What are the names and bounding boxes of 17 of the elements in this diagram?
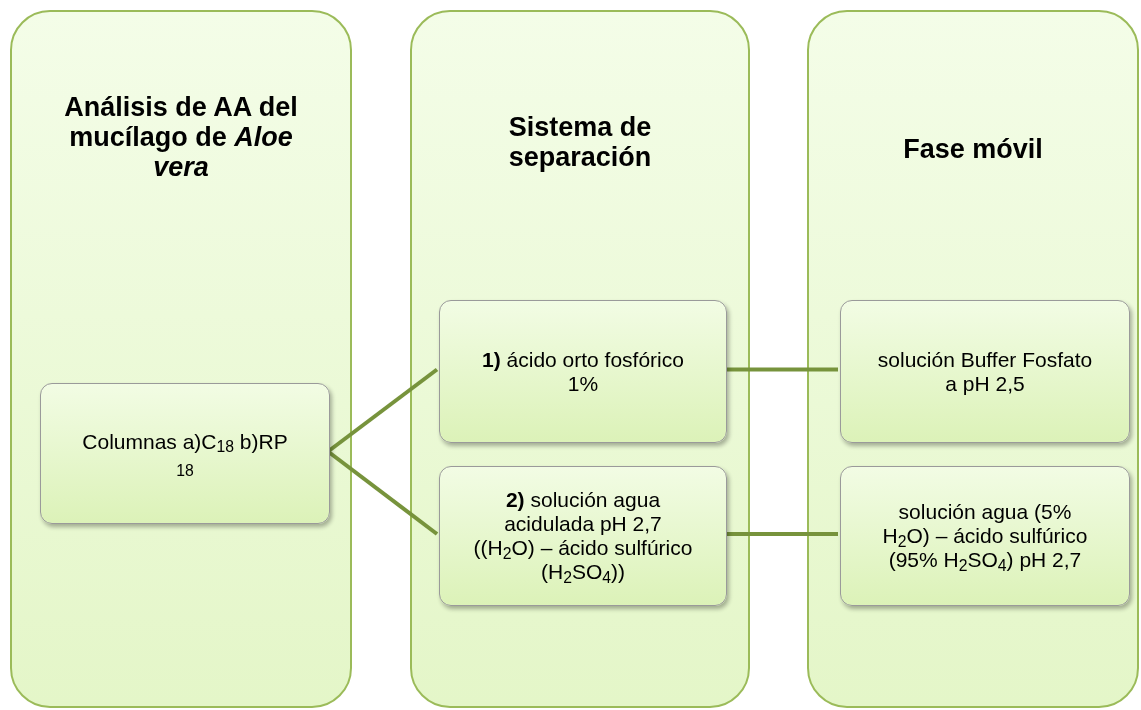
column-panel xyxy=(410,10,750,708)
column-panel xyxy=(10,10,352,708)
panel-heading: Sistema de separación xyxy=(507,112,653,172)
box-text: 1) ácido orto fosfórico 1% xyxy=(481,347,685,396)
process-box xyxy=(840,300,1130,443)
panel-heading: Análisis de AA del mucílago de Aloe vera xyxy=(63,92,299,182)
connector-line xyxy=(725,367,838,372)
connector-line xyxy=(725,532,838,536)
box-text: solución Buffer Fosfato a pH 2,5 xyxy=(876,347,1094,396)
process-box xyxy=(439,300,727,443)
panel-heading: Fase móvil xyxy=(902,134,1044,164)
box-text: 2) solución agua acidulada pH 2,7 ((H$_{2}$O) – ácido sulfúrico (H$_{2}$SO$_{4}$)) xyxy=(473,488,693,584)
process-box xyxy=(840,466,1130,606)
process-box xyxy=(40,383,330,524)
box-text: solución agua (5% H$_{2}$O) – ácido sulfúrico (95% H$_{2}$SO$_{4}$) pH 2,7 xyxy=(881,500,1089,572)
column-panel xyxy=(807,10,1139,708)
process-box xyxy=(439,466,727,606)
